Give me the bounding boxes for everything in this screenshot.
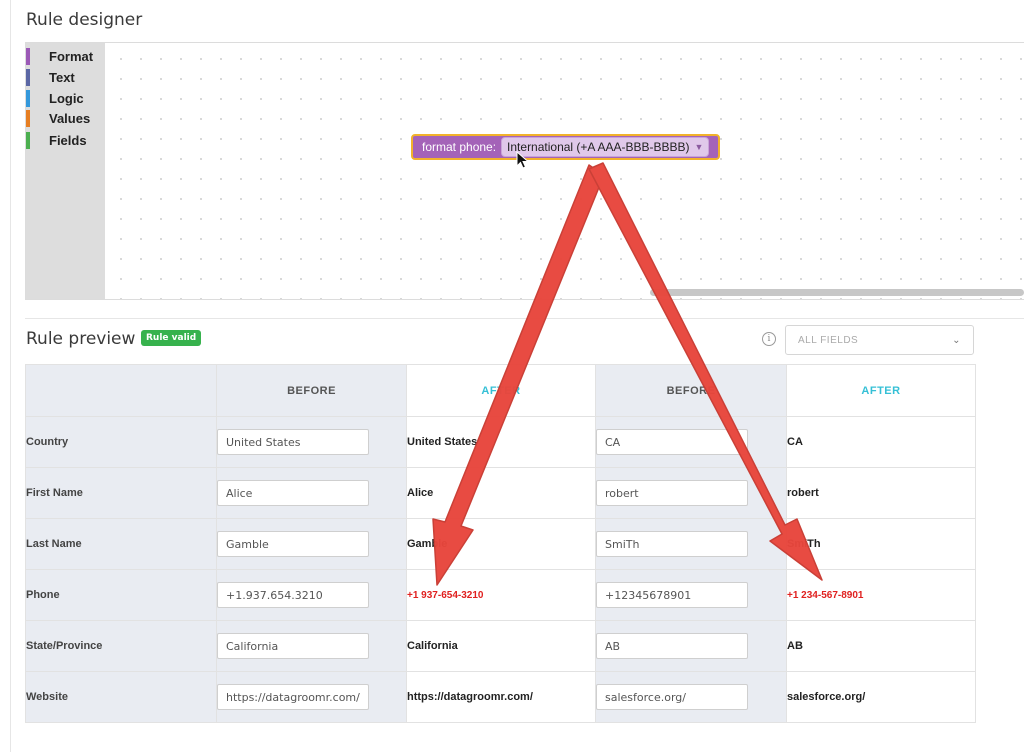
after-value: https://datagroomr.com/	[406, 671, 596, 723]
after-value: California	[406, 620, 596, 672]
category-label: Logic	[49, 90, 84, 106]
format-phone-block[interactable]: format phone: International (+A AAA-BBB-…	[411, 134, 720, 160]
category-values[interactable]: Values	[26, 109, 105, 127]
after-value: CA	[786, 416, 976, 468]
before-input[interactable]: California	[217, 633, 369, 659]
row-label: State/Province	[25, 620, 217, 672]
dropdown-arrow-icon: ▼	[694, 142, 704, 152]
after-value: United States	[406, 416, 596, 468]
header-after-1: AFTER	[406, 364, 596, 417]
category-label: Format	[49, 48, 94, 64]
format-color-bar	[26, 47, 30, 65]
table-row: First Name Alice Alice robert robert	[25, 467, 976, 519]
header-before-2: BEFORE	[595, 364, 787, 417]
block-toolbox: Format Text Logic Values Fields	[26, 43, 105, 299]
category-logic[interactable]: Logic	[26, 89, 105, 107]
before-input[interactable]: SmiTh	[596, 531, 748, 557]
row-label: Website	[25, 671, 217, 723]
after-value-changed: +1 937-654-3210	[406, 569, 596, 621]
header-before-1: BEFORE	[216, 364, 407, 417]
phone-format-dropdown[interactable]: International (+A AAA-BBB-BBBB) ▼	[501, 137, 710, 157]
row-label: Country	[25, 416, 217, 468]
designer-title: Rule designer	[26, 10, 143, 30]
info-icon[interactable]: i	[762, 332, 776, 346]
row-label: Last Name	[25, 518, 217, 570]
after-value: AB	[786, 620, 976, 672]
table-row: Last Name Gamble Gamble SmiTh SmiTh	[25, 518, 976, 570]
values-color-bar	[26, 109, 30, 127]
after-value: Alice	[406, 467, 596, 519]
after-value: SmiTh	[786, 518, 976, 570]
table-header-row: BEFORE AFTER BEFORE AFTER	[25, 364, 976, 417]
category-label: Values	[49, 110, 91, 126]
block-workspace[interactable]	[105, 43, 1024, 299]
chevron-down-icon: ⌄	[952, 334, 961, 346]
before-input[interactable]: AB	[596, 633, 748, 659]
before-input[interactable]: United States	[217, 429, 369, 455]
mouse-cursor-icon	[516, 151, 530, 169]
fields-color-bar	[26, 131, 30, 149]
after-value: robert	[786, 467, 976, 519]
row-label: First Name	[25, 467, 217, 519]
rule-valid-badge: Rule valid	[141, 330, 202, 346]
after-value: Gamble	[406, 518, 596, 570]
header-blank	[25, 364, 217, 417]
header-after-2: AFTER	[786, 364, 976, 417]
row-label: Phone	[25, 569, 217, 621]
category-text[interactable]: Text	[26, 68, 105, 86]
before-input[interactable]: Alice	[217, 480, 369, 506]
category-label: Fields	[49, 132, 87, 148]
left-border	[10, 0, 11, 752]
table-row: State/Province California California AB …	[25, 620, 976, 672]
preview-table: BEFORE AFTER BEFORE AFTER Country United…	[25, 364, 976, 723]
field-filter-select[interactable]: ALL FIELDS ⌄	[785, 325, 974, 355]
table-row: Phone +1.937.654.3210 +1 937-654-3210 +1…	[25, 569, 976, 621]
before-input[interactable]: https://datagroomr.com/	[217, 684, 369, 710]
before-input[interactable]: +1.937.654.3210	[217, 582, 369, 608]
section-divider	[25, 318, 1024, 319]
category-format[interactable]: Format	[26, 47, 105, 65]
category-fields[interactable]: Fields	[26, 131, 105, 149]
table-row: Website https://datagroomr.com/ https://…	[25, 671, 976, 723]
before-input[interactable]: Gamble	[217, 531, 369, 557]
field-filter-value: ALL FIELDS	[798, 334, 859, 346]
after-value: salesforce.org/	[786, 671, 976, 723]
rule-designer-panel: Format Text Logic Values Fields	[25, 42, 1024, 300]
table-row: Country United States United States CA C…	[25, 416, 976, 468]
text-color-bar	[26, 68, 30, 86]
logic-color-bar	[26, 89, 30, 107]
category-label: Text	[49, 69, 75, 85]
before-input[interactable]: robert	[596, 480, 748, 506]
before-input[interactable]: salesforce.org/	[596, 684, 748, 710]
block-label: format phone:	[422, 140, 497, 154]
before-input[interactable]: +12345678901	[596, 582, 748, 608]
after-value-changed: +1 234-567-8901	[786, 569, 976, 621]
dropdown-value: International (+A AAA-BBB-BBBB)	[507, 140, 690, 154]
before-input[interactable]: CA	[596, 429, 748, 455]
preview-title: Rule preview	[26, 329, 136, 349]
workspace-scrollbar[interactable]	[650, 289, 1024, 296]
